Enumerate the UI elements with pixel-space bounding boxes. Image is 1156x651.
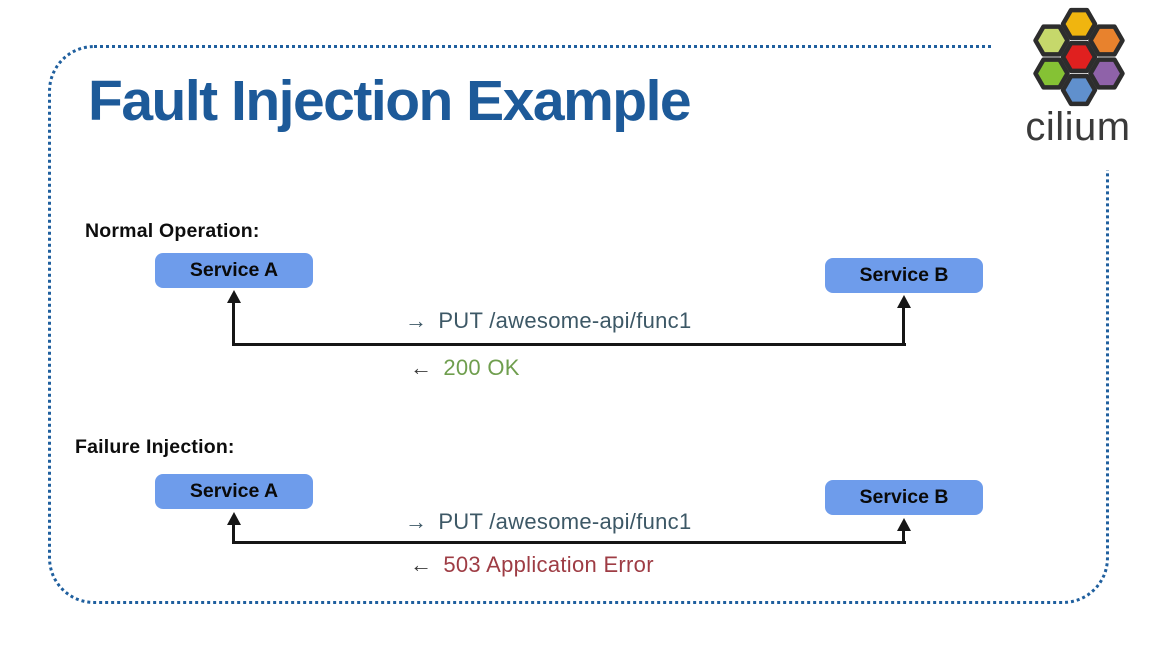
service-a-label: Service A <box>189 480 279 502</box>
diagram-label: Normal Operation: <box>85 220 260 242</box>
hex-bottom <box>1060 73 1098 107</box>
response-text: 200 OK <box>443 355 520 380</box>
service-b-box: Service B <box>825 480 983 515</box>
response-message: ← 503 Application Error <box>410 552 654 578</box>
failure-injection-diagram: Failure Injection: Service A Service B →… <box>0 430 1156 625</box>
cilium-wordmark: cilium <box>1025 105 1131 149</box>
service-a-box: Service A <box>155 474 313 509</box>
request-text: PUT /awesome-api/func1 <box>438 308 692 333</box>
cilium-hexagons-icon <box>1033 7 1125 107</box>
request-message: → PUT /awesome-api/func1 <box>405 509 692 535</box>
service-a-box: Service A <box>155 253 313 288</box>
arrowhead-to-service-a <box>227 512 241 525</box>
response-text: 503 Application Error <box>443 552 654 577</box>
message-line <box>232 541 906 544</box>
hex-lower-right <box>1088 57 1125 90</box>
service-a-label: Service A <box>189 259 279 281</box>
arrow-stem-service-b <box>902 530 905 544</box>
arrow-stem-service-a <box>232 302 235 346</box>
right-arrow-glyph: → <box>405 308 428 333</box>
diagram-label: Failure Injection: <box>75 436 235 458</box>
normal-operation-diagram: Normal Operation: Service A Service B → P… <box>0 214 1156 409</box>
arrow-stem-service-b <box>902 307 905 346</box>
service-b-box: Service B <box>825 258 983 293</box>
hex-top <box>1060 7 1098 41</box>
left-arrow-glyph: ← <box>410 552 433 577</box>
response-message: ← 200 OK <box>410 355 520 381</box>
arrowhead-to-service-a <box>227 290 241 303</box>
service-b-label: Service B <box>859 264 949 286</box>
message-line <box>232 343 906 346</box>
page-title: Fault Injection Example <box>88 69 692 133</box>
arrow-stem-service-a <box>232 524 235 544</box>
left-arrow-glyph: ← <box>410 355 433 380</box>
hex-upper-right <box>1088 24 1125 57</box>
right-arrow-glyph: → <box>405 509 428 534</box>
hex-lower-left <box>1033 57 1070 90</box>
request-message: → PUT /awesome-api/func1 <box>405 308 692 334</box>
service-b-label: Service B <box>859 486 949 508</box>
slide-border <box>48 45 1109 604</box>
hex-upper-left <box>1033 24 1070 57</box>
request-text: PUT /awesome-api/func1 <box>438 509 692 534</box>
arrowhead-to-service-b <box>897 295 911 308</box>
hex-center <box>1060 40 1098 74</box>
arrowhead-to-service-b <box>897 518 911 531</box>
cilium-logo: cilium <box>992 0 1156 170</box>
